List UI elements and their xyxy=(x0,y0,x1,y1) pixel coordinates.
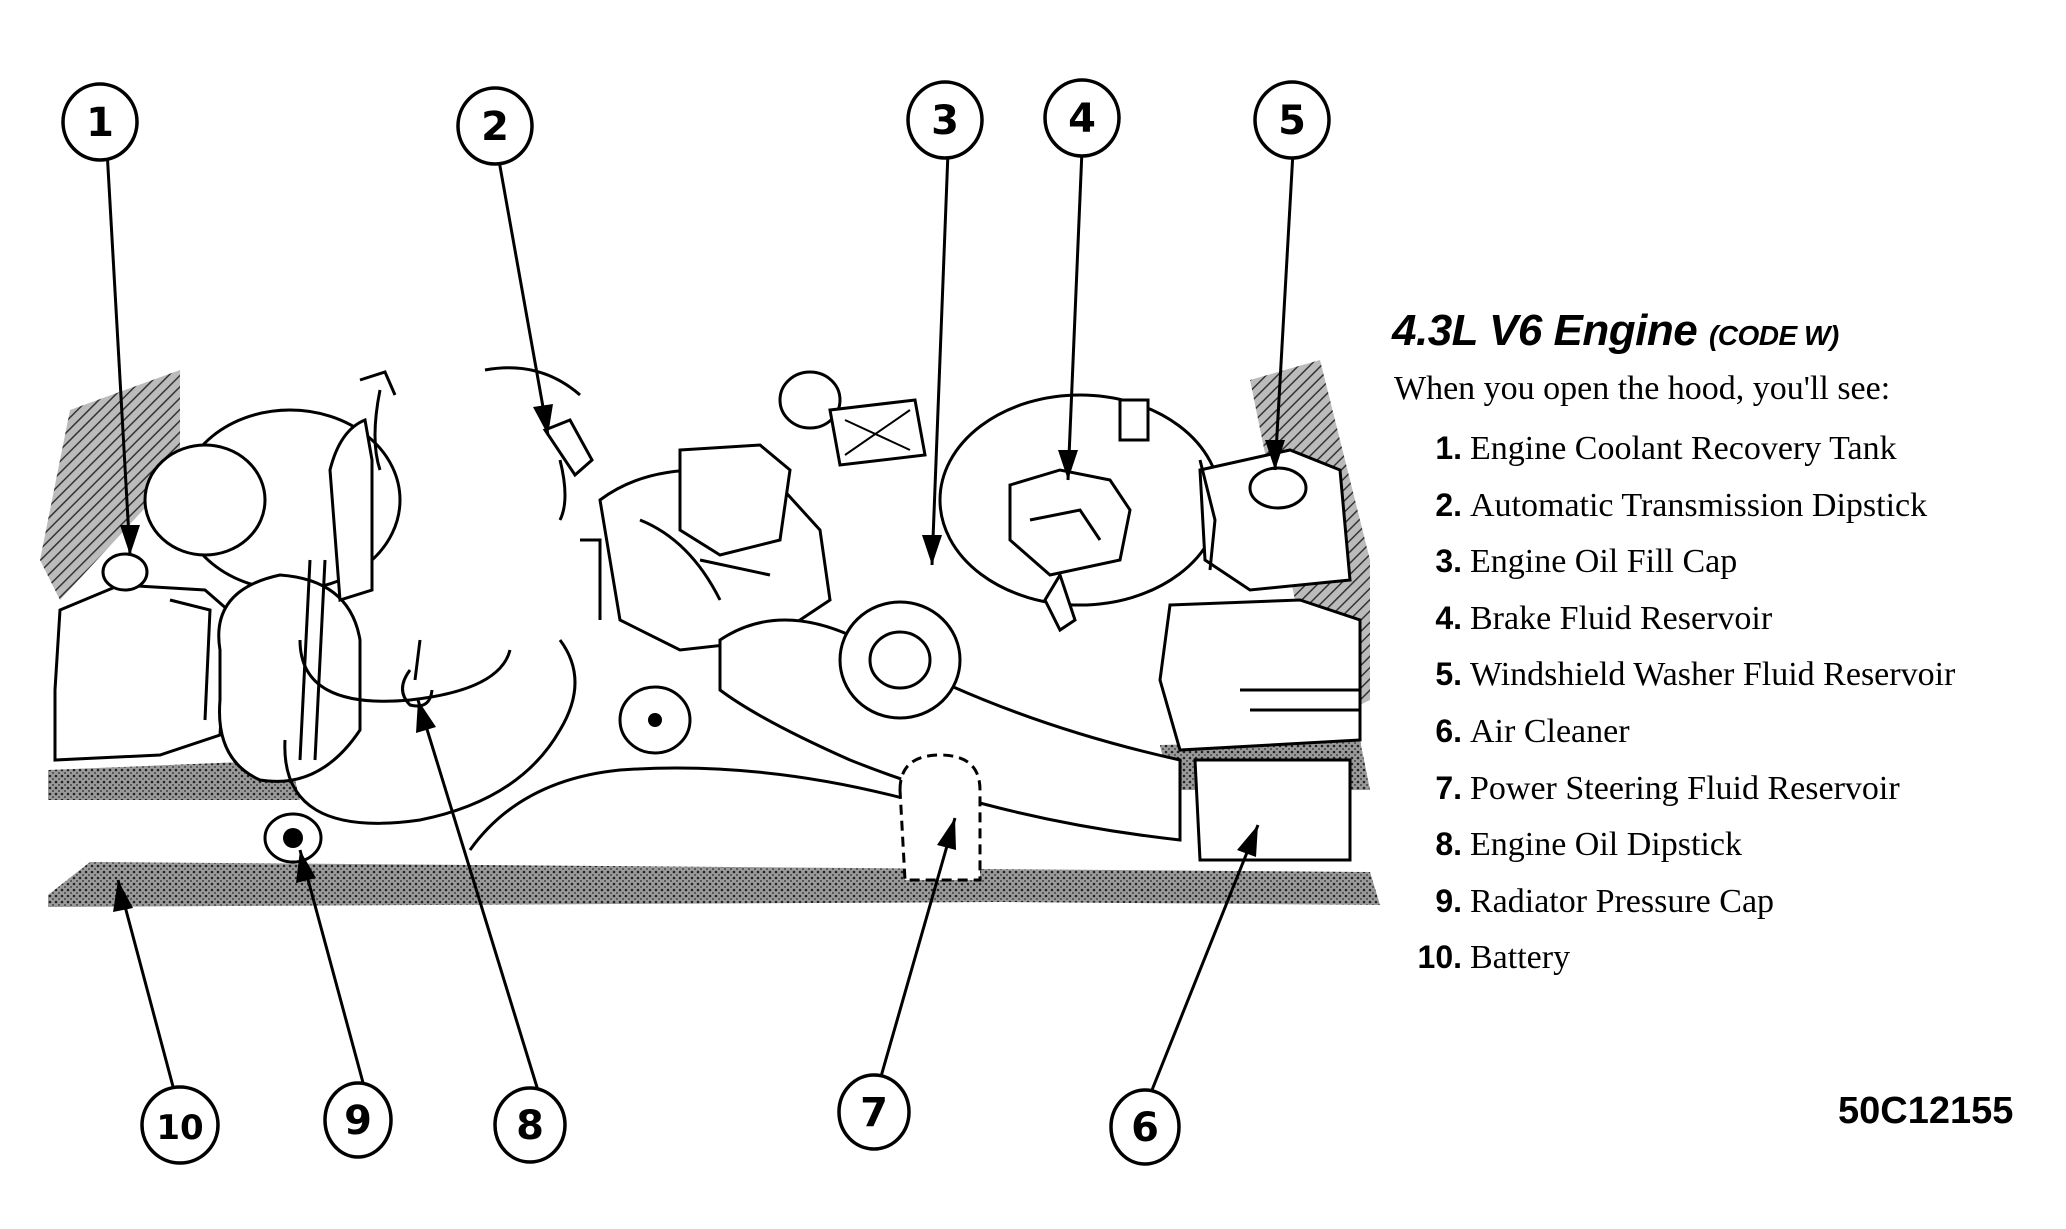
legend-item-label: Engine Coolant Recovery Tank xyxy=(1470,430,1897,467)
callout-9: 9 xyxy=(323,1081,393,1159)
callout-9-label: 9 xyxy=(344,1098,372,1144)
legend-item-number: 4. xyxy=(1435,599,1462,636)
callout-2: 2 xyxy=(456,86,534,166)
title-main: 4.3L V6 Engine xyxy=(1392,306,1698,355)
callout-2-label: 2 xyxy=(481,104,509,150)
callout-4: 4 xyxy=(1043,78,1121,158)
legend-item-label: Battery xyxy=(1470,939,1571,977)
intro-text: When you open the hood, you'll see: xyxy=(1394,370,1891,407)
legend-item-number: 6. xyxy=(1435,712,1462,749)
callout-8-label: 8 xyxy=(516,1103,544,1149)
figure-code: 50C12155 xyxy=(1838,1090,2014,1132)
legend-item-number: 1. xyxy=(1435,430,1462,466)
callout-7-label: 7 xyxy=(860,1090,888,1136)
legend-item: 2.Automatic Transmission Dipstick xyxy=(1394,477,1955,534)
callout-8: 8 xyxy=(493,1086,567,1164)
legend-item-number: 8. xyxy=(1435,826,1462,863)
legend-item: 5.Windshield Washer Fluid Reservoir xyxy=(1394,646,1955,703)
legend-item: 8.Engine Oil Dipstick xyxy=(1394,816,1955,873)
callout-5-label: 5 xyxy=(1278,98,1306,144)
legend-item-number: 5. xyxy=(1435,656,1462,693)
callout-10-label: 10 xyxy=(156,1108,203,1148)
legend-item-number: 10. xyxy=(1417,939,1462,976)
legend-item-number: 3. xyxy=(1435,543,1462,580)
callout-5: 5 xyxy=(1253,80,1331,160)
callout-1-label: 1 xyxy=(86,100,114,146)
legend-item: 6.Air Cleaner xyxy=(1394,703,1955,760)
legend-item-number: 2. xyxy=(1435,486,1462,523)
legend-item-label: Windshield Washer Fluid Reservoir xyxy=(1470,656,1956,694)
legend-item: 7.Power Steering Fluid Reservoir xyxy=(1394,760,1955,817)
callout-7: 7 xyxy=(837,1073,911,1151)
legend-item-label: Power Steering Fluid Reservoir xyxy=(1470,769,1900,807)
legend-item-number: 9. xyxy=(1435,882,1462,919)
callout-6: 6 xyxy=(1109,1088,1181,1166)
legend-item-number: 7. xyxy=(1435,769,1462,806)
callout-3-label: 3 xyxy=(931,98,959,144)
legend-item: 1.Engine Coolant Recovery Tank xyxy=(1394,420,1955,477)
callout-3: 3 xyxy=(906,80,984,160)
legend-item-label: Radiator Pressure Cap xyxy=(1470,882,1775,920)
title-code: (CODE W) xyxy=(1708,320,1839,351)
legend-item-label: Automatic Transmission Dipstick xyxy=(1470,486,1928,524)
engine-line-art xyxy=(40,360,1380,907)
legend-list: 1.Engine Coolant Recovery Tank 2.Automat… xyxy=(1394,420,1956,986)
callout-4-label: 4 xyxy=(1068,96,1096,142)
callout-10: 10 xyxy=(140,1085,220,1165)
callout-1: 1 xyxy=(61,82,139,162)
legend-item-label: Air Cleaner xyxy=(1470,712,1630,750)
legend-item: 10.Battery xyxy=(1394,929,1955,986)
legend-item-label: Brake Fluid Reservoir xyxy=(1470,599,1773,637)
legend-item-label: Engine Oil Dipstick xyxy=(1470,826,1742,864)
diagram-title: 4.3L V6 Engine (CODE W) xyxy=(1392,306,1839,356)
legend-item: 4.Brake Fluid Reservoir xyxy=(1394,590,1955,647)
legend-item: 3.Engine Oil Fill Cap xyxy=(1394,533,1955,590)
callout-6-label: 6 xyxy=(1131,1105,1159,1151)
legend-item-label: Engine Oil Fill Cap xyxy=(1470,543,1738,581)
leader-lines xyxy=(105,149,1295,1101)
legend-item: 9.Radiator Pressure Cap xyxy=(1394,873,1955,930)
